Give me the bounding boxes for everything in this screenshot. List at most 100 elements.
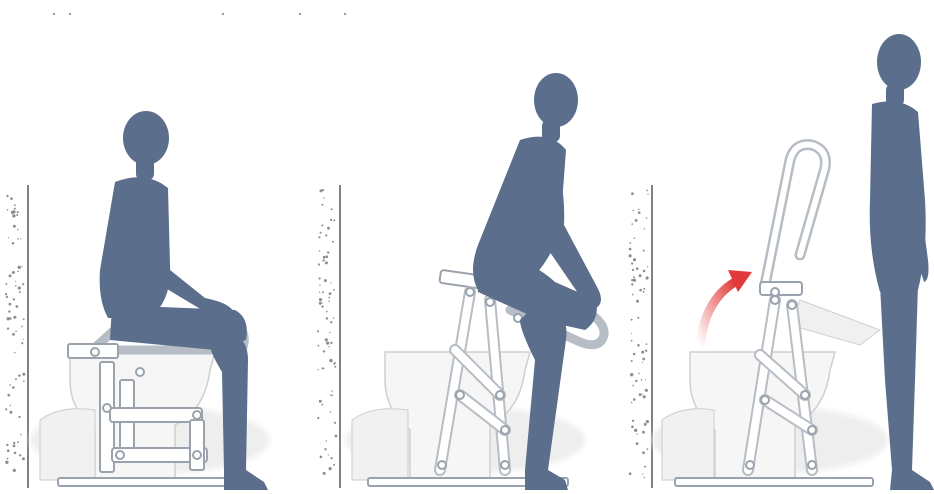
wall-speck xyxy=(319,250,320,251)
wall-speck xyxy=(324,448,326,450)
wall-speck xyxy=(8,237,9,238)
wall-speck xyxy=(326,440,327,441)
wall-speck xyxy=(22,457,25,460)
wall-speck xyxy=(633,279,636,282)
wall-speck xyxy=(645,350,647,352)
wall-speck xyxy=(643,395,646,398)
wall-speck xyxy=(15,285,17,287)
wall-speck xyxy=(335,435,338,438)
wall-speck xyxy=(9,411,12,414)
wall-speck xyxy=(331,208,333,210)
wall-speck xyxy=(330,411,331,412)
wall-speck xyxy=(10,405,11,406)
panel-standing xyxy=(629,34,934,490)
wall-speck xyxy=(644,423,647,426)
wall-speck xyxy=(15,281,16,282)
wall-speck xyxy=(330,395,331,396)
wall-speckle xyxy=(5,195,25,472)
wall-speck xyxy=(6,296,8,298)
wall-speck xyxy=(326,342,329,345)
wall-speck xyxy=(641,394,642,395)
wall-speck xyxy=(631,333,632,334)
wall-speck xyxy=(319,292,320,293)
wall-speck xyxy=(328,297,330,299)
wall-speck xyxy=(13,445,16,448)
wall-speck xyxy=(17,271,19,273)
wall-speck xyxy=(16,305,19,308)
wall-speck xyxy=(9,274,12,277)
wall-speck xyxy=(328,301,329,302)
wall-speck xyxy=(642,473,643,474)
wall-speck xyxy=(317,417,319,419)
top-faint-marks xyxy=(53,13,346,15)
wall-speck xyxy=(632,210,634,212)
wall-speck xyxy=(330,321,332,323)
wall-speck xyxy=(9,384,11,386)
wall-speck xyxy=(22,266,23,267)
wall-speck xyxy=(17,211,19,213)
wall-speck xyxy=(323,256,326,259)
wall-speck xyxy=(14,452,17,455)
wall-speck xyxy=(637,344,640,347)
wall-speck xyxy=(327,251,329,253)
wall-speck xyxy=(16,214,18,216)
wall-speck xyxy=(15,331,17,333)
wall-speck xyxy=(17,229,19,231)
wall-speck xyxy=(323,197,324,198)
wall-speck xyxy=(647,194,648,195)
wall-speck xyxy=(322,291,324,293)
wall-speck xyxy=(643,250,645,252)
wall-speck xyxy=(634,429,637,432)
wall xyxy=(629,185,653,488)
wall-speck xyxy=(13,469,16,472)
wall-speck xyxy=(633,276,635,278)
wall-speck xyxy=(5,461,8,464)
wall-speck xyxy=(321,204,323,206)
wall-speck xyxy=(319,285,320,286)
wall-speck xyxy=(13,298,15,300)
wall-speck xyxy=(329,467,332,470)
rotation-arrow-icon xyxy=(700,270,752,345)
wall-speck xyxy=(631,319,633,321)
wall-speck xyxy=(629,472,632,475)
wall-speck xyxy=(334,362,336,364)
wall-speck xyxy=(646,190,648,192)
wall-speck xyxy=(642,431,645,434)
wall-speck xyxy=(634,237,636,239)
wall-speck xyxy=(646,276,649,279)
wall-speck xyxy=(318,236,320,238)
wall-speck xyxy=(333,219,335,221)
wall-speck xyxy=(8,310,10,312)
wall-speck xyxy=(632,294,634,296)
wall-speck xyxy=(7,317,10,320)
wall-speck xyxy=(21,326,23,328)
panel-rising xyxy=(317,73,604,490)
wall-speck xyxy=(638,209,639,210)
wall-speck xyxy=(322,189,324,191)
wall-speck xyxy=(18,266,21,269)
wall-speck xyxy=(319,277,321,279)
wall-speck xyxy=(641,351,644,354)
wall-speckle xyxy=(317,189,337,475)
wall-speck xyxy=(17,441,19,443)
wall-speck xyxy=(322,259,324,261)
wall-speck xyxy=(642,451,645,454)
wall-speck xyxy=(22,373,25,376)
wall-speck xyxy=(20,434,22,436)
wall-speck xyxy=(636,267,639,270)
wall xyxy=(5,185,28,488)
wall-speck xyxy=(641,379,643,381)
wall-speck xyxy=(645,389,648,392)
wall-speck xyxy=(320,456,323,459)
wall-speck xyxy=(635,380,637,382)
wall-speck xyxy=(319,298,322,301)
wall-speck xyxy=(7,449,10,452)
wall-speck xyxy=(646,420,649,423)
wall-speck xyxy=(631,279,633,281)
wall-speck xyxy=(13,442,15,444)
wall-speck xyxy=(7,394,10,397)
wall-speck xyxy=(629,254,632,257)
wall-speck xyxy=(19,291,21,293)
wall-speck xyxy=(12,210,15,213)
